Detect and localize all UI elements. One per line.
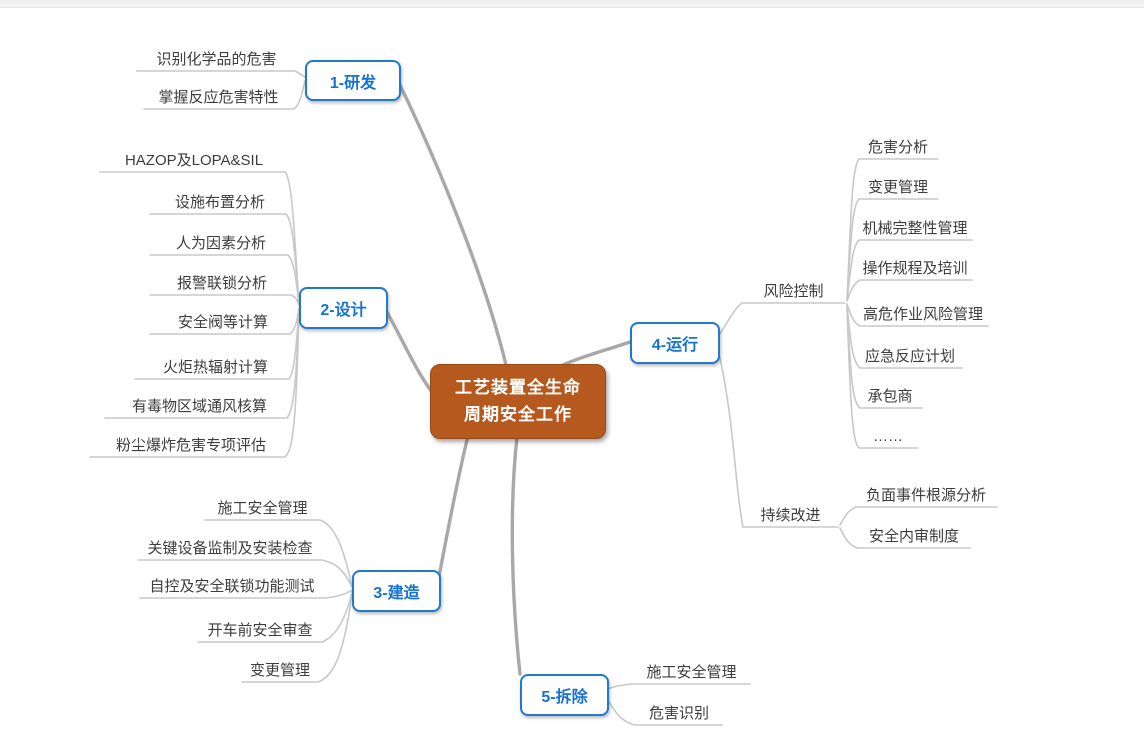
leaf-line <box>197 591 353 643</box>
connector-root-branch1 <box>395 77 508 367</box>
leaf-topic[interactable]: 危害分析 <box>867 139 928 156</box>
connector-root-branch3 <box>435 434 470 589</box>
leaf-line <box>839 527 971 549</box>
branch-topic-4-operation[interactable]: 4-运行 <box>630 322 720 364</box>
connector-root-branch5 <box>510 435 522 676</box>
leaf-topic[interactable]: 负面事件根源分析 <box>865 487 986 504</box>
leaf-line <box>846 198 939 301</box>
leaf-line <box>149 254 300 305</box>
connector-root-branch4 <box>561 340 632 367</box>
leaf-topic[interactable]: 操作规程及培训 <box>862 260 968 277</box>
leaf-topic[interactable]: HAZOP及LOPA&SIL <box>124 152 264 169</box>
central-topic-line2: 周期安全工作 <box>464 404 572 424</box>
leaf-topic[interactable]: 机械完整性管理 <box>862 220 968 237</box>
leaf-topic[interactable]: 报警联锁分析 <box>176 275 267 292</box>
leaf-topic[interactable]: 识别化学品的危害 <box>156 51 277 68</box>
connector-root-branch2 <box>382 305 434 394</box>
leaf-line <box>204 519 353 587</box>
central-topic[interactable]: 工艺装置全生命 周期安全工作 <box>430 364 606 439</box>
leaf-topic[interactable]: 开车前安全审查 <box>207 622 313 639</box>
leaf-topic[interactable]: 关键设备监制及安装检查 <box>147 540 313 557</box>
window-top-strip <box>0 0 1144 8</box>
branch-topic-1-rd[interactable]: 1-研发 <box>305 60 401 101</box>
leaf-line <box>136 70 306 78</box>
leaf-line <box>149 294 300 306</box>
leaf-line <box>846 306 919 449</box>
leaf-line <box>846 239 973 301</box>
leaf-topic[interactable]: 自控及安全联锁功能测试 <box>149 578 315 595</box>
leaf-topic[interactable]: 应急反应计划 <box>864 348 955 365</box>
leaf-line <box>715 341 839 528</box>
leaf-line <box>137 559 353 588</box>
leaf-line <box>846 303 989 327</box>
leaf-topic[interactable]: 火炬热辐射计算 <box>162 359 268 376</box>
leaf-topic[interactable]: …… <box>873 428 903 445</box>
trunk-connectors <box>382 77 632 676</box>
leaf-topic[interactable]: 施工安全管理 <box>646 664 737 681</box>
leaf-line <box>143 80 306 110</box>
leaf-topic[interactable]: 安全内审制度 <box>868 528 959 545</box>
leaf-topic[interactable]: 承包商 <box>867 388 913 405</box>
leaf-topic[interactable]: 安全阀等计算 <box>177 314 268 331</box>
branch-topic-5-demolition[interactable]: 5-拆除 <box>520 674 609 716</box>
leaf-topic[interactable]: 高危作业风险管理 <box>862 306 983 323</box>
leaf-line <box>89 310 300 458</box>
leaf-topic[interactable]: 设施布置分析 <box>174 194 265 211</box>
leaf-line <box>241 593 353 683</box>
leaf-line <box>715 302 846 341</box>
leaf-line <box>603 683 751 691</box>
leaf-connectors <box>89 70 998 726</box>
leaf-line <box>846 279 973 302</box>
branch-topic-2-design[interactable]: 2-设计 <box>299 287 388 329</box>
leaf-line <box>839 506 998 526</box>
leaf-line <box>139 589 353 599</box>
leaf-topic[interactable]: 掌握反应危害特性 <box>158 89 279 106</box>
leaf-topic[interactable]: 变更管理 <box>249 662 310 679</box>
central-topic-line1: 工艺装置全生命 <box>455 378 581 398</box>
subtopic-continuous-improvement[interactable]: 持续改进 <box>760 507 821 524</box>
leaf-topic[interactable]: 有毒物区域通风核算 <box>131 398 267 415</box>
leaf-topic[interactable]: 粉尘爆炸危害专项评估 <box>115 437 266 454</box>
leaf-topic[interactable]: 危害识别 <box>648 705 709 722</box>
leaf-topic[interactable]: 人为因素分析 <box>175 235 266 252</box>
leaf-topic[interactable]: 施工安全管理 <box>217 500 308 517</box>
branch-topic-3-construction[interactable]: 3-建造 <box>352 570 441 612</box>
subtopic-risk-control[interactable]: 风险控制 <box>763 283 824 300</box>
leaf-topic[interactable]: 变更管理 <box>867 179 928 196</box>
